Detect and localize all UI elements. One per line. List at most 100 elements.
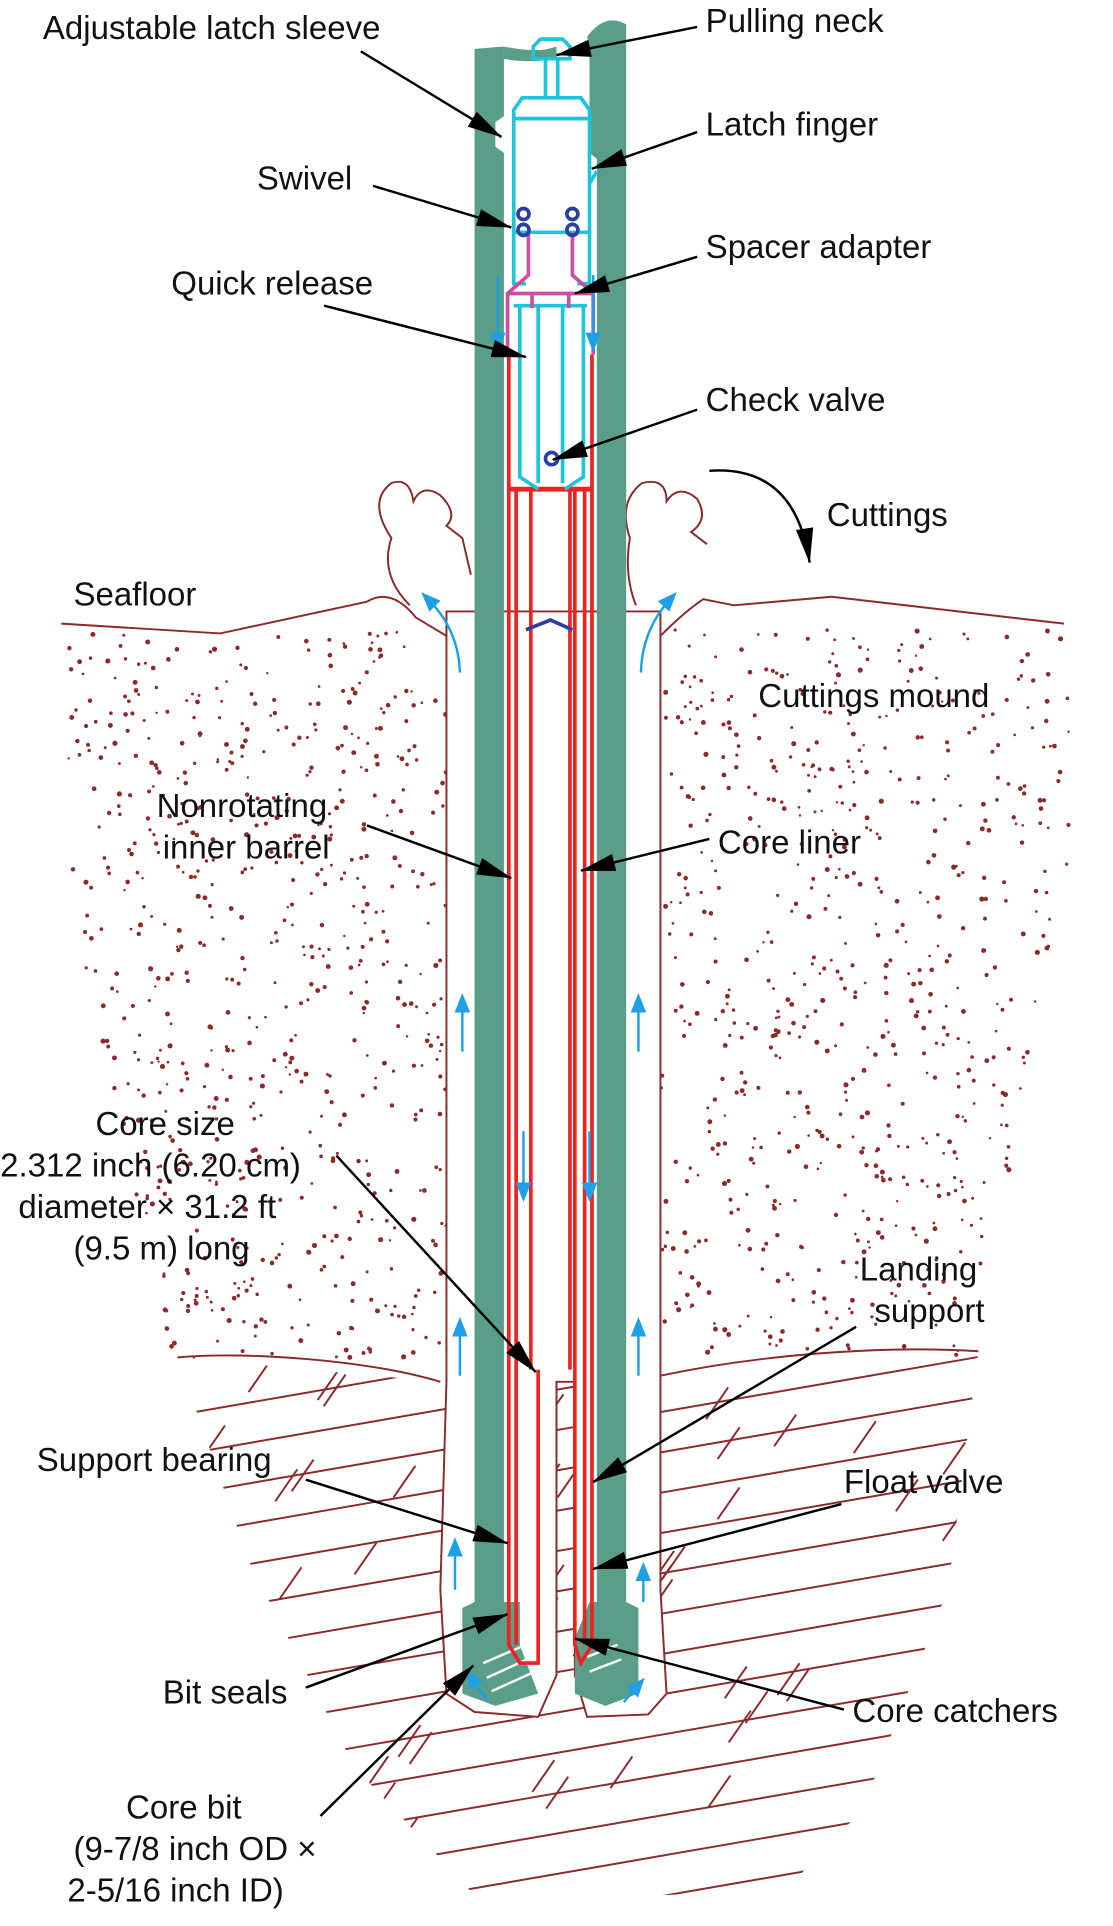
sediment-dot xyxy=(184,1116,190,1121)
sediment-dot xyxy=(752,1161,756,1165)
sediment-dot xyxy=(205,1295,209,1299)
sediment-dot xyxy=(778,1202,782,1206)
hatch-joint xyxy=(392,1465,417,1499)
sediment-dot xyxy=(384,1218,389,1223)
sediment-dot xyxy=(986,827,992,833)
sediment-dot xyxy=(942,1151,946,1155)
sediment-dot xyxy=(278,1197,283,1202)
sediment-dot xyxy=(309,765,314,770)
sediment-dot xyxy=(328,1074,332,1078)
callout-arrows xyxy=(305,25,857,1817)
sediment-dot xyxy=(343,934,346,938)
sediment-dot xyxy=(922,1283,927,1288)
sediment-dot xyxy=(134,1192,139,1197)
sediment-dot xyxy=(952,1300,957,1306)
sediment-dot xyxy=(803,982,807,987)
sediment-dot xyxy=(381,909,385,913)
sediment-dot xyxy=(333,1205,337,1210)
sediment-dot xyxy=(961,1008,966,1014)
sediment-dot xyxy=(214,1137,220,1142)
sediment-dot xyxy=(1037,797,1043,803)
sediment-dot xyxy=(271,796,276,800)
sediment-dot xyxy=(274,1256,279,1260)
sediment-dot xyxy=(751,1146,755,1149)
sediment-dot xyxy=(319,1267,324,1272)
sediment-dot xyxy=(962,632,966,636)
sediment-dot xyxy=(376,634,380,638)
sediment-dot xyxy=(337,1122,343,1127)
label-support: support xyxy=(874,1292,984,1329)
sediment-dot xyxy=(224,1097,229,1102)
sediment-dot xyxy=(956,1084,961,1089)
sediment-dot xyxy=(138,1159,143,1164)
sediment-dot xyxy=(91,786,97,792)
sediment-dot xyxy=(767,1334,773,1340)
sediment-dot xyxy=(247,1016,251,1020)
sediment-dot xyxy=(320,867,324,872)
sediment-dot xyxy=(950,698,955,703)
sediment-dot xyxy=(918,890,922,894)
sediment-dot xyxy=(1004,899,1008,903)
sediment-dot xyxy=(835,1316,839,1321)
sediment-dot xyxy=(959,1250,963,1254)
sediment-dot xyxy=(155,711,158,715)
sediment-dot xyxy=(225,1010,231,1015)
sediment-dot xyxy=(212,646,218,652)
sediment-dot xyxy=(352,690,358,696)
sediment-dot xyxy=(906,679,910,683)
sediment-dot xyxy=(773,632,778,637)
sediment-dot xyxy=(204,1289,208,1294)
sediment-dot xyxy=(374,1076,377,1080)
sediment-dot xyxy=(769,1315,773,1319)
sediment-dot xyxy=(390,1312,394,1317)
sediment-dot xyxy=(992,1083,996,1087)
sediment-dot xyxy=(375,761,380,767)
sediment-dot xyxy=(215,686,219,691)
sediment-dot xyxy=(410,1350,416,1355)
sediment-dot xyxy=(126,1082,130,1086)
sediment-dot xyxy=(164,1326,170,1331)
sediment-dot xyxy=(843,941,847,945)
sediment-dot xyxy=(881,1177,886,1183)
sediment-dot xyxy=(685,1292,690,1298)
sediment-dot xyxy=(202,943,206,948)
sediment-dot xyxy=(397,979,403,985)
sediment-dot xyxy=(315,872,320,877)
sediment-dot xyxy=(401,788,405,792)
sediment-dot xyxy=(352,904,356,908)
sediment-dot xyxy=(675,715,681,720)
sediment-dot xyxy=(303,1071,309,1077)
sediment-dot xyxy=(1035,910,1038,913)
sediment-dot xyxy=(147,998,151,1003)
sediment-dot xyxy=(739,1070,744,1075)
sediment-dot xyxy=(210,883,214,887)
sediment-dot xyxy=(270,1351,274,1356)
sediment-dot xyxy=(838,784,843,789)
sediment-dot xyxy=(866,1240,870,1244)
sediment-dot xyxy=(940,700,944,703)
sediment-dot xyxy=(757,824,761,828)
sediment-dot xyxy=(794,1143,800,1149)
sediment-dot xyxy=(756,735,762,741)
sediment-dot xyxy=(967,1041,971,1044)
sediment-dot xyxy=(791,741,797,747)
sediment-dot xyxy=(911,1226,916,1231)
sediment-dot xyxy=(157,1178,163,1184)
sediment-dot xyxy=(888,1177,893,1182)
sediment-dot xyxy=(411,1216,417,1222)
sediment-dot xyxy=(220,1307,225,1312)
sediment-dot xyxy=(309,891,313,896)
label-check-valve: Check valve xyxy=(706,381,886,418)
sediment-dot xyxy=(314,728,318,732)
sediment-dot xyxy=(180,1159,185,1164)
sediment-dot xyxy=(696,1281,702,1287)
sediment-dot xyxy=(163,1167,167,1170)
sediment-dot xyxy=(799,842,804,846)
sediment-dot xyxy=(164,1308,169,1313)
sediment-dot xyxy=(744,957,749,963)
sediment-dot xyxy=(283,1165,289,1171)
sediment-dot xyxy=(908,668,914,673)
sediment-dot xyxy=(1004,697,1009,703)
sediment-dot xyxy=(1006,782,1011,786)
sediment-dot xyxy=(1021,823,1025,827)
